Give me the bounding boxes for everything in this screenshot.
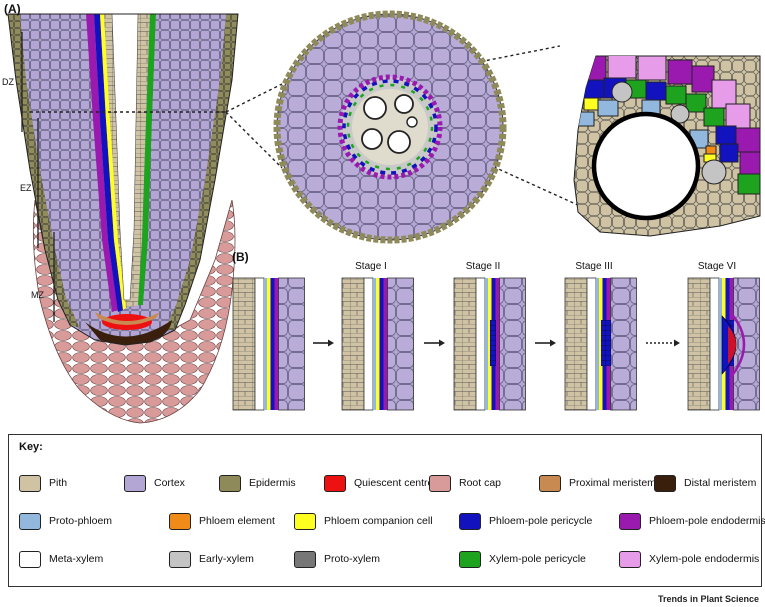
key-swatch xyxy=(539,474,561,492)
key-label: Quiescent centre xyxy=(354,477,434,489)
panel-label-b: (B) xyxy=(232,250,249,264)
key-swatch xyxy=(294,512,316,530)
key-swatch xyxy=(459,512,481,530)
key-label: Proto-xylem xyxy=(324,553,381,565)
key-label: Early-xylem xyxy=(199,553,254,565)
key-swatch xyxy=(19,474,41,492)
key-title: Key: xyxy=(19,441,43,453)
key-label: Proximal meristem xyxy=(569,477,656,489)
key-swatch xyxy=(429,474,451,492)
stage-strip xyxy=(232,277,305,411)
key-item: Phloem element xyxy=(169,511,275,531)
key-swatch xyxy=(19,512,41,530)
key-item: Root cap xyxy=(429,473,501,493)
key-label: Phloem companion cell xyxy=(324,515,433,527)
key-label: Phloem element xyxy=(199,515,275,527)
key-swatch xyxy=(169,512,191,530)
stage-strip xyxy=(564,277,637,411)
stage-label-4: Stage VI xyxy=(697,261,737,272)
key-swatch xyxy=(169,550,191,568)
zone-markers xyxy=(21,32,55,322)
root-cap xyxy=(32,199,236,424)
key-item: Phloem companion cell xyxy=(294,511,433,531)
key-item: Phloem-pole endodermis xyxy=(619,511,765,531)
key-item: Distal meristem xyxy=(654,473,756,493)
stage-label-1: Stage I xyxy=(355,261,387,272)
key-item: Early-xylem xyxy=(169,549,254,569)
key-item: Pith xyxy=(19,473,67,493)
key-swatch xyxy=(124,474,146,492)
key-label: Phloem-pole endodermis xyxy=(649,515,765,527)
arrow-icon xyxy=(646,339,680,347)
journal-credit: Trends in Plant Science xyxy=(657,594,759,604)
key-swatch xyxy=(619,550,641,568)
key-label: Xylem-pole endodermis xyxy=(649,553,760,565)
stage-label-3: Stage III xyxy=(575,261,613,272)
key-item: Phloem-pole pericycle xyxy=(459,511,592,531)
arrow-icon xyxy=(313,339,334,347)
key-label: Root cap xyxy=(459,477,502,489)
key-item: Proto-xylem xyxy=(294,549,380,569)
key-label: Distal meristem xyxy=(684,477,757,489)
key-item: Proto-phloem xyxy=(19,511,112,531)
key-label: Meta-xylem xyxy=(49,553,104,565)
key-item: Xylem-pole pericycle xyxy=(459,549,586,569)
stage-strip xyxy=(341,277,414,411)
panel-label-a: (A) xyxy=(4,2,21,16)
root-cross-section xyxy=(273,10,507,244)
key-item: Cortex xyxy=(124,473,185,493)
lateral-root-stages xyxy=(232,277,760,411)
key-swatch xyxy=(619,512,641,530)
zone-label-mz: MZ xyxy=(31,290,44,300)
key-swatch xyxy=(19,550,41,568)
key-swatch xyxy=(459,550,481,568)
arrow-icon xyxy=(535,339,556,347)
key-item: Proximal meristem xyxy=(539,473,656,493)
key-label: Xylem-pole pericycle xyxy=(489,553,586,565)
key-label: Pith xyxy=(49,477,68,489)
key-swatch xyxy=(654,474,676,492)
key-item: Quiescent centre xyxy=(324,473,433,493)
zone-label-dz: DZ xyxy=(2,77,14,87)
key-legend: Key: Pith Cortex Epidermis Quiescent centre… xyxy=(8,434,765,587)
key-label: Phloem-pole pericycle xyxy=(489,515,593,527)
zone-label-ez: EZ xyxy=(20,183,32,193)
arrow-icon xyxy=(424,339,445,347)
key-swatch xyxy=(324,474,346,492)
key-swatch xyxy=(294,550,316,568)
stage-strip xyxy=(453,277,526,411)
key-item: Xylem-pole endodermis xyxy=(619,549,759,569)
key-item: Meta-xylem xyxy=(19,549,103,569)
key-swatch xyxy=(219,474,241,492)
key-label: Proto-phloem xyxy=(49,515,113,527)
stage-label-2: Stage II xyxy=(465,261,501,272)
stage-strip xyxy=(687,277,760,411)
key-label: Cortex xyxy=(154,477,185,489)
cross-section-detail xyxy=(573,55,761,237)
key-item: Epidermis xyxy=(219,473,296,493)
key-label: Epidermis xyxy=(249,477,296,489)
